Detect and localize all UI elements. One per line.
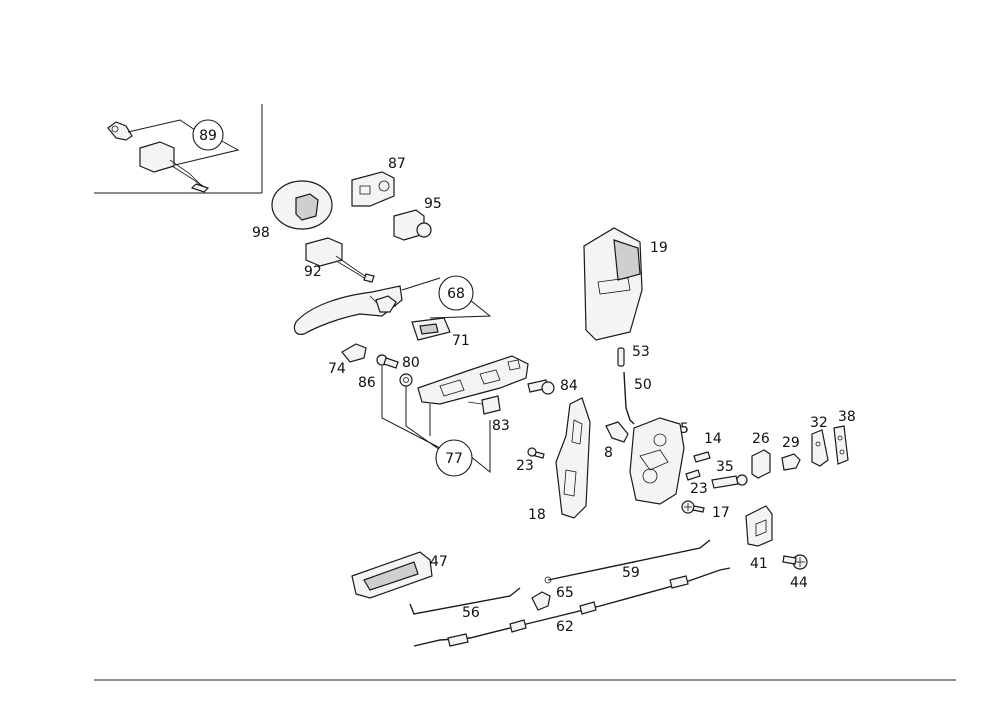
part-32 (811, 429, 829, 467)
part-80 (399, 373, 413, 387)
part-65 (531, 591, 551, 611)
callout-14: 14 (704, 431, 722, 447)
callout-32: 32 (810, 415, 828, 431)
part-50 (623, 371, 635, 425)
part-53 (617, 347, 625, 367)
circled-89: 89 (192, 119, 224, 151)
callout-65: 65 (556, 585, 574, 601)
part-95 (393, 209, 432, 241)
callout-62: 62 (556, 619, 574, 635)
part-62 (413, 567, 731, 647)
callout-84: 84 (560, 378, 578, 394)
callout-98: 98 (252, 225, 270, 241)
callout-19: 19 (650, 240, 668, 256)
leader-77 (381, 366, 491, 474)
inset-frame (94, 104, 263, 194)
circled-77: 77 (435, 439, 473, 477)
part-84 (527, 379, 555, 395)
part-41 (745, 505, 773, 547)
part-23b (685, 469, 701, 481)
callout-47: 47 (430, 554, 448, 570)
part-18 (555, 397, 591, 519)
part-23a (527, 447, 545, 459)
callout-26: 26 (752, 431, 770, 447)
callout-38: 38 (838, 409, 856, 425)
callout-74: 74 (328, 361, 346, 377)
part-83 (467, 395, 501, 415)
key-part (107, 121, 133, 141)
lock-cylinder-part (139, 141, 210, 193)
part-19 (583, 227, 643, 341)
callout-29: 29 (782, 435, 800, 451)
part-5 (629, 417, 685, 505)
callout-41: 41 (750, 556, 768, 572)
callout-92: 92 (304, 264, 322, 280)
callout-35: 35 (716, 459, 734, 475)
callout-23b: 23 (690, 481, 708, 497)
part-98 (271, 180, 333, 230)
part-92 (305, 237, 375, 283)
leader-68 (401, 277, 492, 319)
part-71 (411, 317, 451, 341)
callout-53: 53 (632, 344, 650, 360)
callout-95: 95 (424, 196, 442, 212)
callout-23a: 23 (516, 458, 534, 474)
callout-44: 44 (790, 575, 808, 591)
circled-label-89: 89 (199, 128, 217, 144)
circled-68: 68 (438, 275, 474, 311)
callout-71: 71 (452, 333, 470, 349)
part-86 (376, 354, 399, 369)
part-26 (751, 449, 771, 479)
callout-86: 86 (358, 375, 376, 391)
callout-56: 56 (462, 605, 480, 621)
part-14 (693, 451, 711, 463)
part-35 (711, 474, 748, 489)
callout-87: 87 (388, 156, 406, 172)
part-29 (781, 453, 801, 471)
part-56 (409, 587, 521, 615)
part-74 (341, 343, 367, 363)
callout-18: 18 (528, 507, 546, 523)
part-17 (681, 500, 705, 514)
callout-17: 17 (712, 505, 730, 521)
leader-89 (127, 119, 240, 166)
circled-label-77: 77 (445, 451, 463, 467)
callout-50: 50 (634, 377, 652, 393)
callout-80: 80 (402, 355, 420, 371)
part-8 (605, 421, 629, 443)
part-59 (544, 539, 711, 584)
circled-label-68: 68 (447, 286, 465, 302)
part-38 (833, 425, 849, 465)
callout-8: 8 (604, 445, 613, 461)
part-47 (351, 551, 433, 599)
door-handle-outer (293, 285, 403, 335)
handle-carrier (417, 355, 529, 405)
part-44 (782, 554, 808, 570)
callout-5: 5 (680, 421, 689, 437)
part-87 (351, 171, 395, 207)
callout-59: 59 (622, 565, 640, 581)
callout-83: 83 (492, 418, 510, 434)
